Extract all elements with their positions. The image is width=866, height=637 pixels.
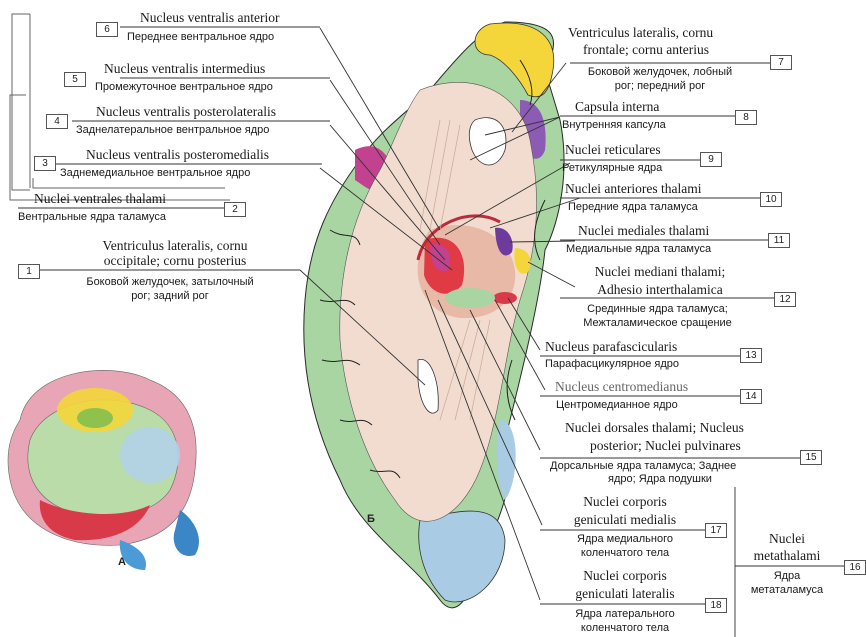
label-num-1: 1 [18, 264, 40, 279]
label-ru-17b: коленчатого тела [550, 547, 700, 560]
label-num-18: 18 [705, 598, 727, 613]
label-lat-12b: Adhesio interthalamica [560, 282, 760, 297]
label-ru-16b: метаталамуса [742, 584, 832, 597]
label-lat-7b: frontale; cornu anterius [583, 42, 709, 57]
label-lat-16a: Nuclei [742, 531, 832, 546]
label-lat-5: Nucleus ventralis intermedius [104, 61, 265, 76]
label-ru-15b: ядро; Ядра подушки [608, 473, 712, 486]
label-ru-16a: Ядра [742, 570, 832, 583]
label-ru-14: Центромедианное ядро [556, 399, 678, 412]
label-num-15: 15 [800, 450, 822, 465]
label-ru-1b: рог; задний рог [40, 290, 300, 303]
label-lat-16b: metathalami [742, 548, 832, 563]
label-num-13: 13 [740, 348, 762, 363]
label-num-3: 3 [34, 156, 56, 171]
label-lat-6: Nucleus ventralis anterior [140, 10, 279, 25]
label-ru-5: Промежуточное вентральное ядро [95, 81, 273, 94]
label-ru-18a: Ядра латерального [550, 608, 700, 621]
label-num-17: 17 [705, 523, 727, 538]
label-lat-3: Nucleus ventralis posteromedialis [86, 147, 269, 162]
label-ru-7a: Боковой желудочек, лобный [560, 66, 760, 79]
label-ru-15a: Дорсальные ядра таламуса; Заднее [550, 460, 736, 473]
label-ru-18b: коленчатого тела [550, 622, 700, 635]
label-lat-18a: Nuclei corporis [550, 568, 700, 583]
label-ru-3: Заднемедиальное вентральное ядро [60, 167, 250, 180]
label-lat-14: Nucleus centromedianus [555, 379, 688, 394]
label-ru-13: Парафасцикулярное ядро [545, 358, 679, 371]
label-lat-18b: geniculati lateralis [550, 586, 700, 601]
label-lat-11: Nuclei mediales thalami [578, 223, 709, 238]
label-num-7: 7 [770, 55, 792, 70]
label-ru-2: Вентральные ядра таламуса [18, 211, 166, 224]
label-lat-10: Nuclei anteriores thalami [565, 181, 701, 196]
label-ru-10: Передние ядра таламуса [568, 201, 698, 214]
label-num-6: 6 [96, 22, 118, 37]
label-num-10: 10 [760, 192, 782, 207]
label-lat-8: Capsula interna [575, 99, 659, 114]
label-lat-4: Nucleus ventralis posterolateralis [96, 104, 276, 119]
label-num-4: 4 [46, 114, 68, 129]
label-lat-12a: Nuclei mediani thalami; [560, 264, 760, 279]
label-lat-1b: occipitale; cornu posterius [65, 253, 285, 268]
label-ru-12b: Межталамическое сращение [550, 317, 765, 330]
label-num-14: 14 [740, 389, 762, 404]
label-lat-17a: Nuclei corporis [550, 494, 700, 509]
label-num-11: 11 [768, 233, 790, 248]
label-lat-13: Nucleus parafascicularis [545, 339, 677, 354]
label-ru-11: Медиальные ядра таламуса [566, 243, 711, 256]
label-num-8: 8 [735, 110, 757, 125]
label-lat-1a: Ventriculus lateralis, cornu [65, 238, 285, 253]
label-ru-9: Ретикулярные ядра [562, 162, 662, 175]
label-num-16: 16 [844, 560, 866, 575]
label-ru-1a: Боковой желудочек, затылочный [40, 276, 300, 289]
label-lat-17b: geniculati medialis [550, 512, 700, 527]
label-num-5: 5 [64, 72, 86, 87]
label-lat-15a: Nuclei dorsales thalami; Nucleus [565, 420, 744, 435]
label-ru-12a: Срединные ядра таламуса; [550, 303, 765, 316]
thalamus-3d-a [8, 370, 199, 570]
label-num-2: 2 [224, 202, 246, 217]
label-ru-7b: рог; передний рог [560, 80, 760, 93]
figure-letter-b: Б [367, 513, 375, 525]
pulvinar-green [445, 288, 495, 308]
label-lat-9: Nuclei reticulares [565, 142, 661, 157]
figure-letter-a: А [118, 556, 126, 568]
label-ru-4: Заднелатеральное вентральное ядро [76, 124, 269, 137]
label-ru-6: Переднее вентральное ядро [127, 31, 274, 44]
label-ru-17a: Ядра медиального [550, 533, 700, 546]
label-lat-2: Nuclei ventrales thalami [34, 191, 166, 206]
label-lat-15b: posterior; Nuclei pulvinares [590, 438, 741, 453]
label-num-9: 9 [700, 152, 722, 167]
label-ru-8: Внутренняя капсула [562, 119, 666, 132]
label-lat-7a: Ventriculus lateralis, cornu [568, 25, 713, 40]
label-num-12: 12 [774, 292, 796, 307]
